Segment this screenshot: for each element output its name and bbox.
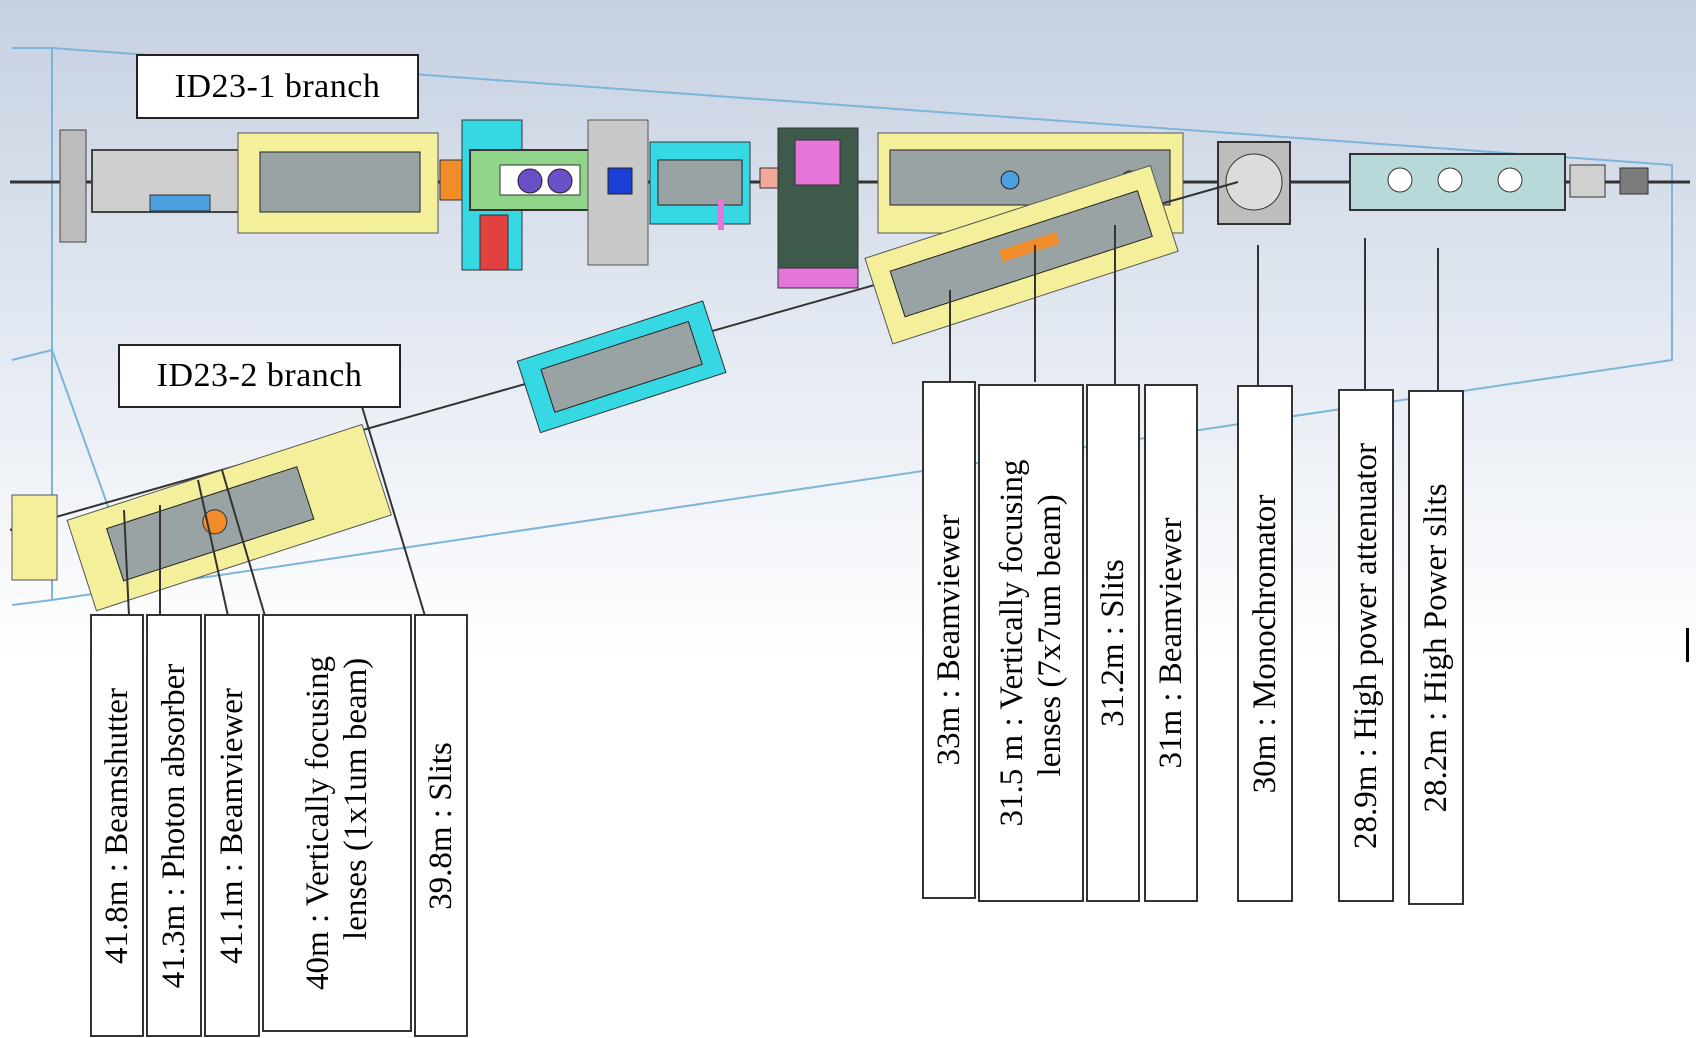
- callout-text: 31.5 m : Vertically focusing lenses (7x7…: [993, 460, 1069, 827]
- id23-2-branch-label: ID23-2 branch: [118, 344, 401, 408]
- callout-text: 28.9m : High power attenuator: [1348, 442, 1384, 849]
- id23-2-beamline: [9, 164, 1239, 612]
- id23-1-leader-lines: [949, 225, 1439, 390]
- callout-photon-absorber: 41.3m : Photon absorber: [146, 614, 202, 1037]
- text-cursor: [1686, 628, 1689, 662]
- id23-2-leader-lines: [123, 399, 426, 617]
- callout-focusing-lenses-40m: 40m : Vertically focusing lenses (1x1um …: [262, 614, 412, 1032]
- callout-text: 31m : Beamviewer: [1153, 517, 1189, 769]
- callout-text: 30m : Monochromator: [1247, 494, 1283, 793]
- callout-high-power-slits: 28.2m : High Power slits: [1408, 390, 1464, 905]
- callout-line-1: 31.5 m : Vertically focusing: [994, 459, 1030, 827]
- callout-beamviewer-41-1: 41.1m : Beamviewer: [204, 614, 260, 1037]
- callout-line-2: lenses (1x1um beam): [338, 657, 374, 940]
- callout-slits-39-8: 39.8m : Slits: [414, 614, 468, 1037]
- callout-beamviewer-33: 33m : Beamviewer: [922, 381, 976, 899]
- callout-text: 31.2m : Slits: [1095, 559, 1131, 727]
- callout-beamshutter: 41.8m : Beamshutter: [90, 614, 144, 1037]
- callout-line-2: lenses (7x7um beam): [1032, 494, 1068, 777]
- callout-text: 41.1m : Beamviewer: [214, 687, 250, 964]
- callout-text: 41.3m : Photon absorber: [156, 663, 192, 988]
- id23-1-beamline: [10, 119, 1690, 289]
- callout-high-power-attenuator: 28.9m : High power attenuator: [1338, 389, 1394, 902]
- callout-text: 40m : Vertically focusing lenses (1x1um …: [299, 656, 375, 990]
- callout-focusing-lenses-31-5: 31.5 m : Vertically focusing lenses (7x7…: [978, 384, 1084, 902]
- callout-beamviewer-31: 31m : Beamviewer: [1144, 384, 1198, 902]
- callout-slits-31-2: 31.2m : Slits: [1086, 384, 1140, 902]
- callout-text: 33m : Beamviewer: [931, 514, 967, 766]
- callout-monochromator: 30m : Monochromator: [1237, 385, 1293, 902]
- callout-text: 41.8m : Beamshutter: [99, 687, 135, 964]
- callout-line-1: 40m : Vertically focusing: [300, 656, 336, 990]
- id23-1-branch-label: ID23-1 branch: [136, 54, 419, 119]
- callout-text: 39.8m : Slits: [423, 741, 459, 910]
- callout-text: 28.2m : High Power slits: [1418, 482, 1454, 813]
